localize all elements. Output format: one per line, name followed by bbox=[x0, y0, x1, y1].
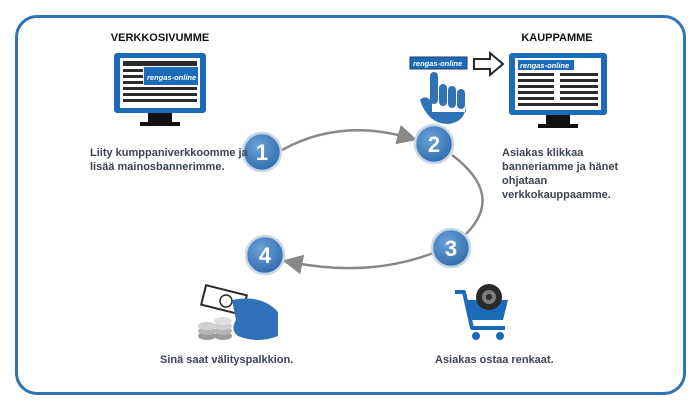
step-2-text: Asiakas klikkaa banneriamme ja hänet ohj… bbox=[502, 147, 619, 201]
coin-stack-icon bbox=[198, 317, 232, 340]
website-title: VERKKOSIVUMME bbox=[110, 32, 210, 44]
cycle-arrows bbox=[281, 124, 484, 275]
money-hand-icon bbox=[199, 284, 278, 340]
step-3-number: 3 bbox=[445, 236, 457, 261]
step-2-circle: 2 bbox=[413, 123, 455, 165]
tire-icon bbox=[476, 284, 502, 310]
step-3-text: Asiakas ostaa renkaat. bbox=[435, 354, 554, 366]
step-1-circle: 1 bbox=[241, 131, 283, 173]
shop-monitor-icon: rengas-online bbox=[509, 53, 607, 128]
step-1-number: 1 bbox=[256, 140, 268, 165]
step-2-number: 2 bbox=[428, 132, 440, 157]
arrow-right-icon bbox=[473, 50, 505, 78]
clicked-banner: rengas-online bbox=[409, 56, 468, 70]
step-1-text: Liity kumppaniverkkoomme ja lisää mainos… bbox=[90, 147, 248, 173]
clicked-banner-label: rengas-online bbox=[413, 59, 462, 68]
step-3-circle: 3 bbox=[430, 227, 472, 269]
diagram-frame bbox=[15, 15, 686, 395]
website-banner-label: rengas-online bbox=[147, 73, 196, 82]
shop-title: KAUPPAMME bbox=[521, 32, 593, 44]
hand-pointer-icon bbox=[420, 72, 466, 124]
website-monitor-icon: rengas-online bbox=[114, 53, 206, 126]
step-4-circle: 4 bbox=[244, 234, 286, 276]
shop-banner-label: rengas-online bbox=[520, 61, 569, 70]
step-4-text: Sinä saat välityspalkkion. bbox=[160, 354, 294, 366]
step-4-number: 4 bbox=[259, 243, 272, 268]
